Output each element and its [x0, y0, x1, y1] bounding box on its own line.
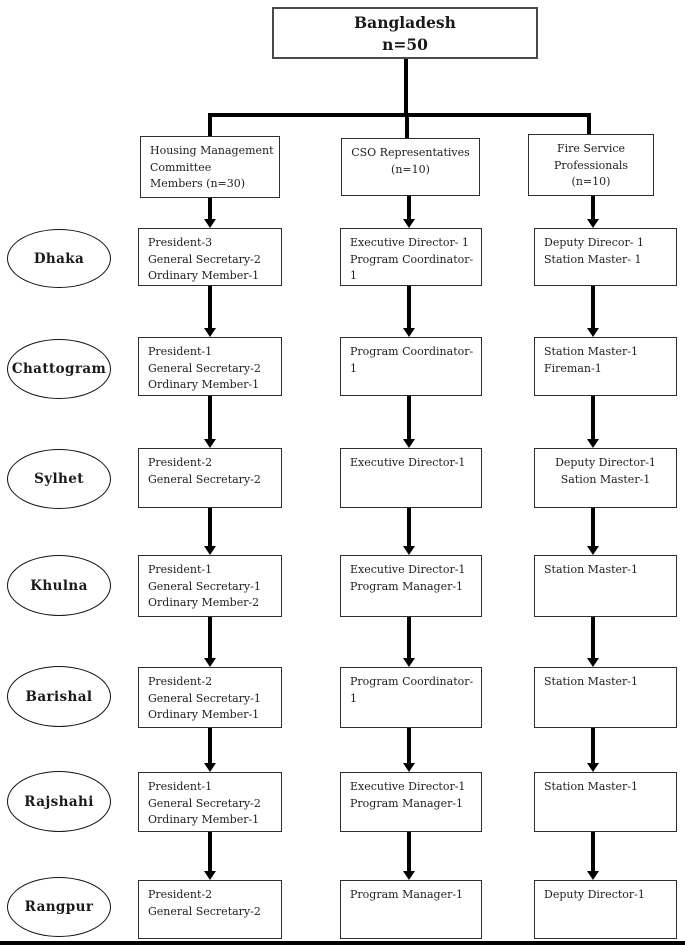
arrowhead-icon [204, 658, 216, 667]
stub-connector-cso [405, 113, 409, 138]
arrow-fire-dhaka-to-chattogram [587, 286, 599, 337]
cell-dhaka-housing: President-3 General Secretary-2 Ordinary… [138, 228, 282, 286]
cell-rajshahi-housing: President-1 General Secretary-2 Ordinary… [138, 772, 282, 832]
cell-sylhet-housing: President-2 General Secretary-2 [138, 448, 282, 508]
arrow-cso-sylhet-to-khulna [403, 508, 415, 555]
arrow-cso-header-to-dhaka [403, 196, 415, 228]
arrowhead-icon [587, 763, 599, 772]
arrow-housing-barishal-to-rajshahi [204, 728, 216, 772]
region-ellipse-chattogram: Chattogram [7, 339, 111, 399]
arrowhead-icon [587, 658, 599, 667]
cell-rangpur-cso: Program Manager-1 [340, 880, 482, 939]
arrowhead-icon [403, 439, 415, 448]
arrow-cso-rajshahi-to-rangpur [403, 832, 415, 880]
arrowhead-icon [403, 546, 415, 555]
region-ellipse-barishal: Barishal [7, 666, 111, 727]
arrow-fire-sylhet-to-khulna [587, 508, 599, 555]
trunk-connector [404, 59, 408, 115]
arrow-housing-chattogram-to-sylhet [204, 396, 216, 448]
arrow-housing-dhaka-to-chattogram [204, 286, 216, 337]
cell-rangpur-housing: President-2 General Secretary-2 [138, 880, 282, 939]
cell-chattogram-fire: Station Master-1 Fireman-1 [534, 337, 677, 396]
arrow-fire-khulna-to-barishal [587, 617, 599, 667]
arrow-fire-header-to-dhaka [587, 196, 599, 228]
arrow-housing-sylhet-to-khulna [204, 508, 216, 555]
cell-sylhet-cso: Executive Director-1 [340, 448, 482, 508]
cell-rajshahi-fire: Station Master-1 [534, 772, 677, 832]
cell-dhaka-fire: Deputy Direcor- 1 Station Master- 1 [534, 228, 677, 286]
cell-barishal-fire: Station Master-1 [534, 667, 677, 728]
cell-rajshahi-cso: Executive Director-1 Program Manager-1 [340, 772, 482, 832]
arrow-cso-khulna-to-barishal [403, 617, 415, 667]
cell-khulna-housing: President-1 General Secretary-1 Ordinary… [138, 555, 282, 617]
branch-connector [208, 113, 591, 117]
arrow-fire-rajshahi-to-rangpur [587, 832, 599, 880]
column-header-cso: CSO Representatives (n=10) [341, 138, 480, 196]
arrowhead-icon [204, 219, 216, 228]
arrowhead-icon [587, 871, 599, 880]
cell-sylhet-fire: Deputy Director-1 Sation Master-1 [534, 448, 677, 508]
cell-khulna-cso: Executive Director-1 Program Manager-1 [340, 555, 482, 617]
arrowhead-icon [587, 219, 599, 228]
arrowhead-icon [204, 871, 216, 880]
region-ellipse-rajshahi: Rajshahi [7, 771, 111, 832]
region-ellipse-khulna: Khulna [7, 555, 111, 616]
arrowhead-icon [403, 219, 415, 228]
arrow-housing-khulna-to-barishal [204, 617, 216, 667]
cell-khulna-fire: Station Master-1 [534, 555, 677, 617]
stub-connector-fire [587, 113, 591, 134]
arrowhead-icon [204, 439, 216, 448]
arrowhead-icon [403, 658, 415, 667]
cell-dhaka-cso: Executive Director- 1 Program Coordinato… [340, 228, 482, 286]
arrowhead-icon [587, 328, 599, 337]
figure-bottom-border [0, 941, 685, 945]
arrow-fire-chattogram-to-sylhet [587, 396, 599, 448]
column-header-housing: Housing Management Committee Members (n=… [140, 136, 280, 198]
arrow-cso-chattogram-to-sylhet [403, 396, 415, 448]
arrow-housing-rajshahi-to-rangpur [204, 832, 216, 880]
root-node-bangladesh: Bangladesh n=50 [272, 7, 538, 59]
stub-connector-housing [208, 113, 212, 136]
cell-chattogram-housing: President-1 General Secretary-2 Ordinary… [138, 337, 282, 396]
cell-rangpur-fire: Deputy Director-1 [534, 880, 677, 939]
arrow-cso-dhaka-to-chattogram [403, 286, 415, 337]
arrowhead-icon [204, 763, 216, 772]
arrow-housing-header-to-dhaka [204, 198, 216, 228]
arrowhead-icon [204, 546, 216, 555]
cell-barishal-housing: President-2 General Secretary-1 Ordinary… [138, 667, 282, 728]
region-ellipse-rangpur: Rangpur [7, 877, 111, 937]
arrow-fire-barishal-to-rajshahi [587, 728, 599, 772]
arrowhead-icon [204, 328, 216, 337]
cell-barishal-cso: Program Coordinator-1 [340, 667, 482, 728]
arrowhead-icon [403, 763, 415, 772]
arrowhead-icon [403, 871, 415, 880]
arrowhead-icon [587, 439, 599, 448]
region-ellipse-sylhet: Sylhet [7, 449, 111, 509]
arrowhead-icon [587, 546, 599, 555]
cell-chattogram-cso: Program Coordinator-1 [340, 337, 482, 396]
column-header-fire: Fire Service Professionals (n=10) [528, 134, 654, 196]
arrow-cso-barishal-to-rajshahi [403, 728, 415, 772]
arrowhead-icon [403, 328, 415, 337]
region-ellipse-dhaka: Dhaka [7, 229, 111, 288]
